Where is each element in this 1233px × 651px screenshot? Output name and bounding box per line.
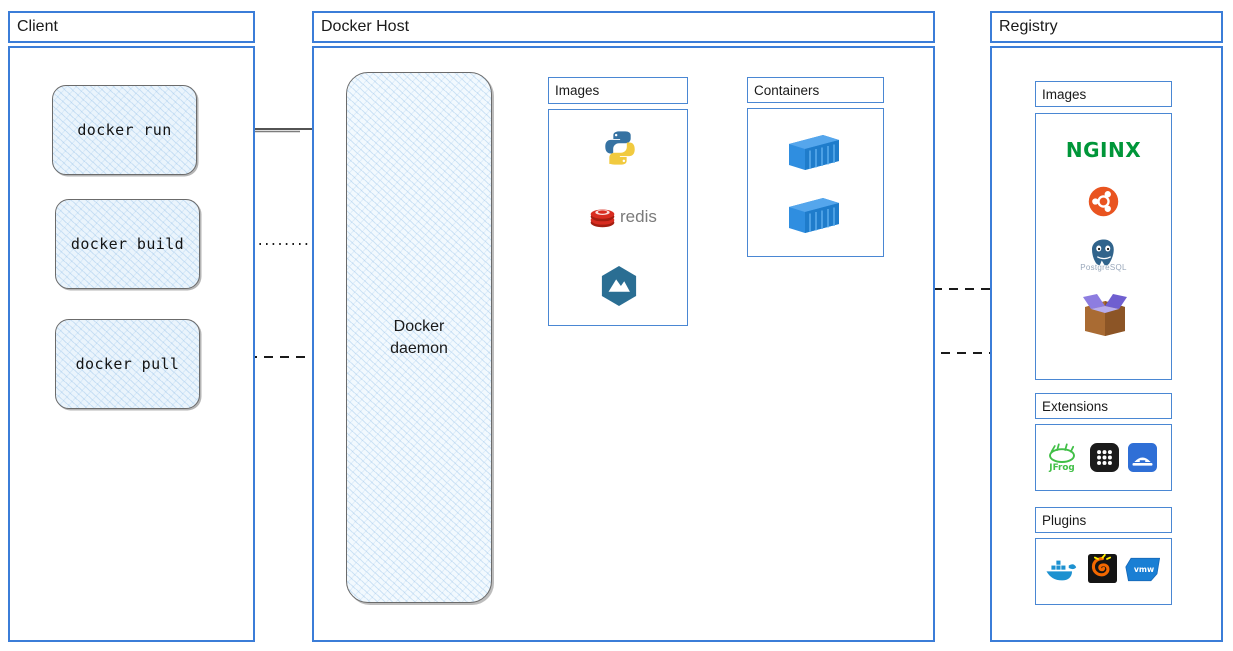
registry-panel-title: Registry	[990, 11, 1223, 43]
svg-text:vmw: vmw	[1134, 565, 1154, 574]
docker-host-panel-label: Docker Host	[321, 18, 410, 35]
shipping-container-icon	[786, 191, 842, 237]
nginx-logo-icon: NGINX	[1065, 138, 1142, 162]
host-containers-title: Containers	[747, 77, 884, 103]
host-images-title: Images	[548, 77, 688, 104]
redis-logo-icon	[588, 203, 616, 231]
command-box-docker-run[interactable]: docker run	[52, 85, 197, 175]
python-logo-icon	[600, 128, 640, 168]
hexagon-mountain-icon	[600, 265, 638, 307]
host-containers-label: Containers	[754, 82, 820, 98]
registry-panel-label: Registry	[999, 18, 1058, 35]
host-images-label: Images	[555, 83, 600, 98]
shipping-container-icon	[786, 128, 842, 174]
client-panel-label: Client	[17, 18, 58, 35]
registry-plugins-label: Plugins	[1042, 512, 1087, 528]
jfrog-logo-icon: JFrog	[1046, 442, 1078, 474]
command-box-docker-build[interactable]: docker build	[55, 199, 200, 289]
ubuntu-logo-icon	[1088, 186, 1119, 217]
host-containers-body	[747, 108, 884, 257]
client-panel-title: Client	[8, 11, 255, 43]
docker-daemon-box[interactable]: Docker daemon	[346, 72, 492, 603]
docker-whale-icon	[1044, 557, 1077, 584]
command-label: docker build	[70, 235, 185, 253]
command-label: docker pull	[75, 355, 180, 373]
vmware-logo-icon: vmw	[1125, 556, 1163, 583]
registry-images-title: Images	[1035, 81, 1172, 107]
postgresql-wordmark: PostgreSQL	[1080, 263, 1127, 272]
svg-text:JFrog: JFrog	[1048, 463, 1074, 473]
open-box-icon	[1081, 293, 1129, 337]
postgresql-logo-icon	[1087, 238, 1121, 268]
blue-badge-icon	[1128, 443, 1157, 472]
grafana-logo-icon	[1088, 554, 1117, 583]
grid-dots-icon	[1090, 443, 1119, 472]
command-label: docker run	[77, 121, 172, 139]
registry-extensions-label: Extensions	[1042, 398, 1109, 414]
registry-plugins-title: Plugins	[1035, 507, 1172, 533]
docker-host-panel-title: Docker Host	[312, 11, 935, 43]
registry-images-label: Images	[1042, 86, 1087, 102]
docker-daemon-label: Docker daemon	[390, 317, 448, 357]
command-box-docker-pull[interactable]: docker pull	[55, 319, 200, 409]
registry-extensions-title: Extensions	[1035, 393, 1172, 419]
redis-wordmark: redis	[620, 207, 657, 226]
